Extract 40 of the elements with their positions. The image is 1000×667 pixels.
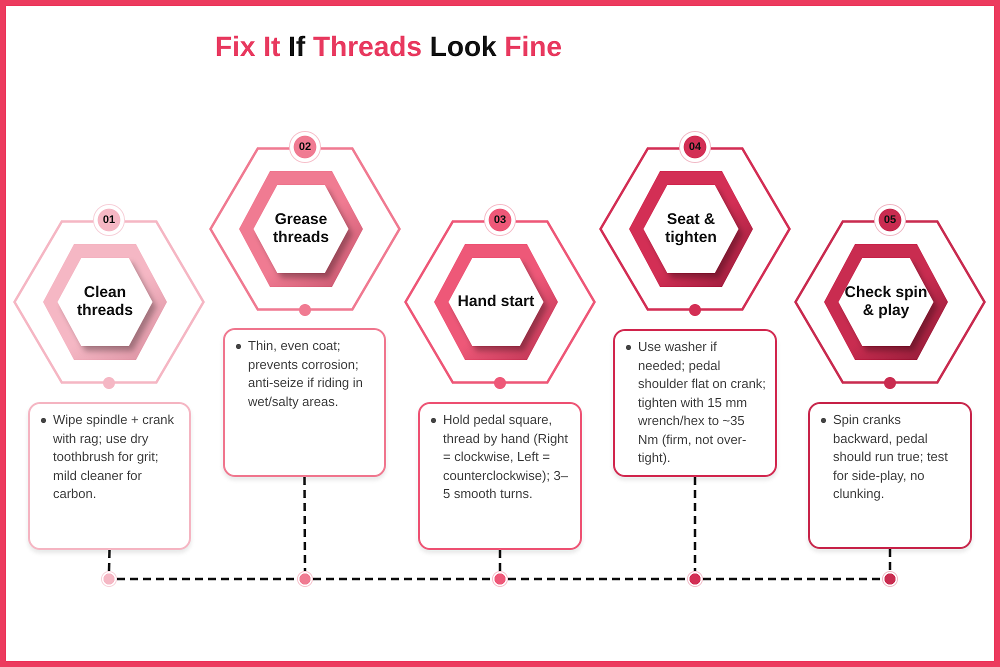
bullet-text: Wipe spindle + crank with rag; use dry toothbrush for grit; mild cleaner for carbon. bbox=[38, 411, 181, 504]
dashed-connector bbox=[508, 578, 687, 580]
timeline-dot bbox=[101, 571, 117, 587]
dashed-connector bbox=[703, 578, 882, 580]
step-title: Clean threads bbox=[76, 284, 134, 320]
timeline-dot bbox=[882, 571, 898, 587]
hexagon-step bbox=[209, 131, 401, 311]
step-title: Grease threads bbox=[272, 211, 330, 247]
text-card bbox=[28, 402, 191, 550]
dashed-connector bbox=[888, 549, 892, 571]
timeline-dot bbox=[492, 571, 508, 587]
step-number: 03 bbox=[484, 204, 516, 236]
dashed-connector bbox=[117, 578, 297, 580]
hexagon-step bbox=[599, 131, 791, 311]
bullet-text: Spin cranks backward, pedal should run true; test for side-play, no clunking. bbox=[818, 411, 962, 504]
text-card bbox=[808, 402, 972, 549]
step-title: Seat & tighten bbox=[664, 211, 718, 247]
step-number: 02 bbox=[289, 131, 321, 163]
dashed-connector bbox=[313, 578, 492, 580]
dashed-connector bbox=[694, 477, 696, 571]
title: Fix It If Threads Look Fine bbox=[215, 30, 562, 64]
dashed-connector bbox=[498, 550, 502, 571]
hexagon-step bbox=[794, 204, 986, 384]
step-number: 01 bbox=[93, 204, 125, 236]
dashed-connector bbox=[108, 550, 111, 572]
bullet-text: Thin, even coat; prevents corrosion; anti-seize if riding in wet/salty areas. bbox=[233, 337, 376, 411]
step-title: Check spin & play bbox=[844, 284, 928, 320]
hexagon-step bbox=[404, 204, 596, 384]
hexagon-step bbox=[13, 204, 205, 384]
step-number: 05 bbox=[874, 204, 906, 236]
bullet-text: Hold pedal square, thread by hand (Right = clockwise, Left = counterclockwise); 3–5 smooth turns. bbox=[428, 411, 572, 504]
timeline-dot bbox=[687, 571, 703, 587]
timeline-dot bbox=[297, 571, 313, 587]
step-title: Hand start bbox=[458, 293, 534, 311]
text-card bbox=[418, 402, 582, 550]
text-card bbox=[223, 328, 386, 477]
bullet-text: Use washer if needed; pedal shoulder flat on crank; tighten with 15 mm wrench/hex to ~35 Nm (firm, not over-tight). bbox=[623, 338, 767, 468]
text-card bbox=[613, 329, 777, 477]
dashed-connector bbox=[303, 477, 306, 571]
step-number: 04 bbox=[679, 131, 711, 163]
